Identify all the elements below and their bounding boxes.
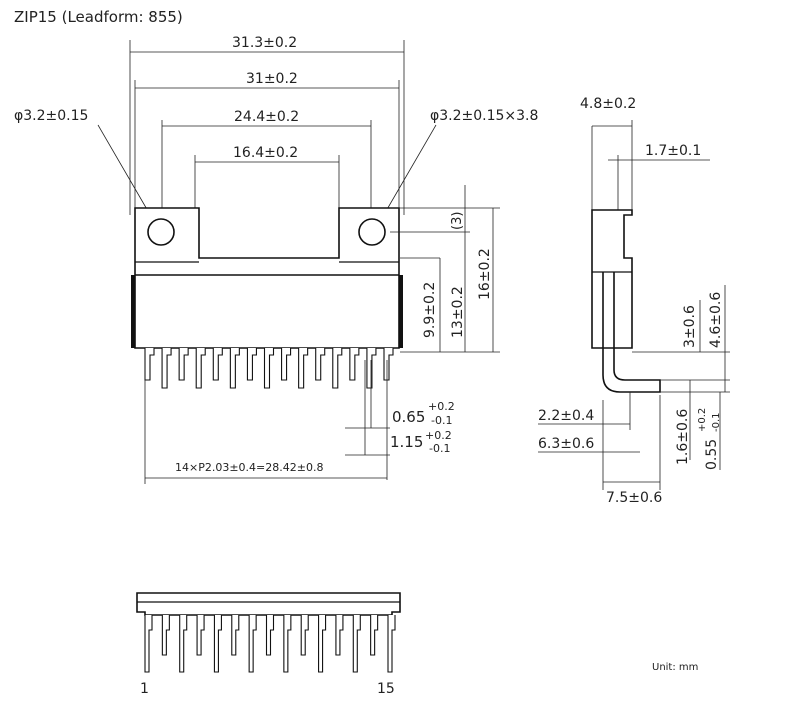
pin-pitch-total: 14×P2.03±0.4=28.42±0.8: [175, 461, 323, 474]
side-dim-1-7: 1.7±0.1: [645, 143, 701, 159]
side-dim-7-5: 7.5±0.6: [606, 490, 662, 506]
bottom-lead: [335, 615, 344, 656]
front-lead: [195, 348, 206, 389]
dim-overall-width: 31.3±0.2: [232, 35, 297, 51]
front-lead: [298, 348, 309, 389]
lead-width-tol-minus: -0.1: [431, 414, 452, 427]
lead-width-tol-plus: +0.2: [428, 400, 455, 413]
side-dim-4-6: 4.6±0.6: [708, 292, 724, 348]
front-lead: [212, 348, 223, 381]
package-body-front: [134, 207, 400, 349]
bottom-lead: [283, 615, 292, 673]
side-dim-3: 3±0.6: [682, 305, 698, 348]
package-body-bottom: [136, 592, 401, 616]
bottom-lead: [179, 615, 188, 673]
hole-right-label: φ3.2±0.15×3.8: [430, 108, 538, 124]
front-lead: [315, 348, 326, 381]
bottom-lead: [318, 615, 327, 673]
dim-13: 13±0.2: [450, 286, 466, 338]
bottom-lead: [387, 615, 396, 673]
dim-hole-pitch-inner: 16.4±0.2: [233, 145, 298, 161]
lead-side-profile: [602, 272, 661, 393]
front-lead: [366, 348, 377, 389]
side-dim-2-2: 2.2±0.4: [538, 408, 594, 424]
dim-body-width: 31±0.2: [246, 71, 298, 87]
bottom-lead: [231, 615, 240, 656]
bottom-lead: [265, 615, 275, 656]
lead-pitch-tol-minus: -0.1: [429, 442, 450, 455]
front-view: 31.3±0.2 31±0.2 24.4±0.2 16.4±0.2 φ3.2±0…: [14, 35, 538, 484]
bottom-lead: [352, 615, 361, 673]
dim-hole-pitch-outer: 24.4±0.2: [234, 109, 299, 125]
front-lead: [144, 348, 155, 381]
side-dim-1-6: 1.6±0.6: [675, 409, 691, 465]
front-leads: [144, 348, 394, 389]
bottom-leads: [144, 615, 396, 673]
side-dim-4-8: 4.8±0.2: [580, 96, 636, 112]
bottom-view: 1 15: [136, 592, 401, 697]
lead-pitch-tol-plus: +0.2: [425, 429, 452, 442]
bottom-lead: [144, 615, 153, 673]
lead-pitch-main: 1.15: [390, 433, 423, 451]
front-lead: [263, 348, 275, 389]
front-lead: [332, 348, 343, 389]
front-lead: [349, 348, 360, 381]
front-lead: [178, 348, 189, 381]
bottom-lead: [248, 615, 257, 673]
dim-16: 16±0.2: [477, 248, 493, 300]
front-lead: [229, 348, 240, 389]
unit-label: Unit: mm: [652, 662, 698, 673]
bottom-lead: [300, 615, 309, 656]
dim-3-paren: (3): [450, 212, 465, 230]
pin-label-first: 1: [140, 681, 149, 697]
front-lead: [161, 348, 172, 389]
mounting-hole-right: [358, 218, 386, 246]
bottom-lead: [370, 615, 379, 656]
package-body-side: [591, 209, 633, 349]
lead-width-main: 0.65: [392, 408, 425, 426]
bottom-lead: [161, 615, 170, 656]
mounting-hole-left: [147, 218, 175, 246]
side-dim-6-3: 6.3±0.6: [538, 436, 594, 452]
front-lead: [246, 348, 257, 381]
front-lead: [383, 348, 394, 381]
side-dim-0-55-tol-minus: -0.1: [711, 412, 722, 432]
bottom-lead: [196, 615, 205, 656]
side-dim-0-55-main: 0.55: [704, 439, 720, 470]
drawing-title: ZIP15 (Leadform: 855): [14, 8, 183, 26]
front-lead: [281, 348, 292, 381]
dim-9-9: 9.9±0.2: [422, 282, 438, 338]
hole-left-label: φ3.2±0.15: [14, 108, 88, 124]
pin-label-last: 15: [377, 681, 395, 697]
side-dim-0-55-tol-plus: +0.2: [697, 408, 708, 432]
bottom-lead: [213, 615, 222, 673]
side-view: 4.8±0.2 1.7±0.1 3±0.6 4.6±0.6 1.6±0.6 0.…: [538, 96, 730, 506]
